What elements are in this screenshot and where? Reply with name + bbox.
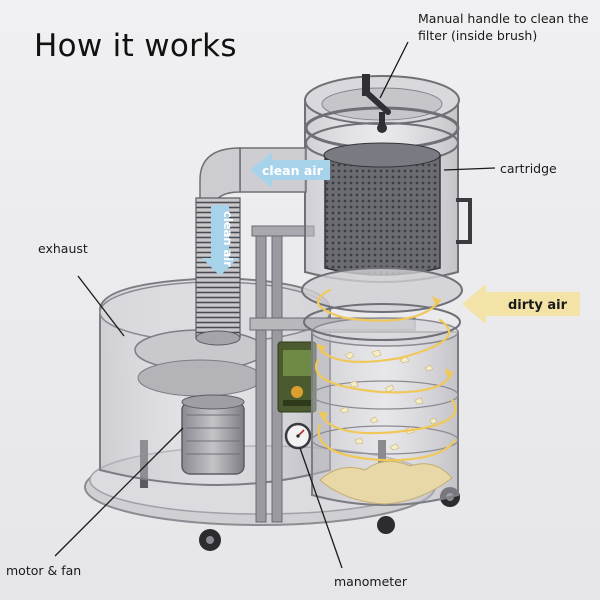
manual-handle-label-line1: Manual handle to clean the — [418, 11, 589, 26]
airflow-swirl — [315, 288, 457, 462]
cartridge-label: cartridge — [500, 161, 557, 176]
manometer-gauge — [284, 422, 312, 450]
manometer-label: manometer — [334, 574, 408, 589]
manual-handle-label: Manual handle to clean the filter (insid… — [418, 10, 600, 44]
page-title: How it works — [34, 28, 237, 64]
control-panel — [277, 341, 317, 413]
clean-air-duct — [195, 147, 307, 346]
leader-lines — [54, 41, 496, 569]
clean-air-label-horizontal: clean air — [262, 163, 324, 178]
clean-air-arrow-vertical: clean air — [202, 205, 238, 276]
motor — [181, 394, 245, 475]
clean-air-arrow-horizontal: clean air — [250, 152, 330, 188]
dirty-air-label: dirty air — [508, 298, 568, 313]
manual-handle-label-line2: filter (inside brush) — [418, 28, 538, 43]
manual-handle — [362, 74, 391, 133]
cartridge-housing — [301, 75, 472, 341]
clean-air-label-vertical: clean air — [221, 211, 235, 267]
exhaust-label: exhaust — [38, 241, 88, 256]
motor-fan-label: motor & fan — [6, 563, 82, 578]
dirty-air-arrow: dirty air — [462, 284, 580, 324]
